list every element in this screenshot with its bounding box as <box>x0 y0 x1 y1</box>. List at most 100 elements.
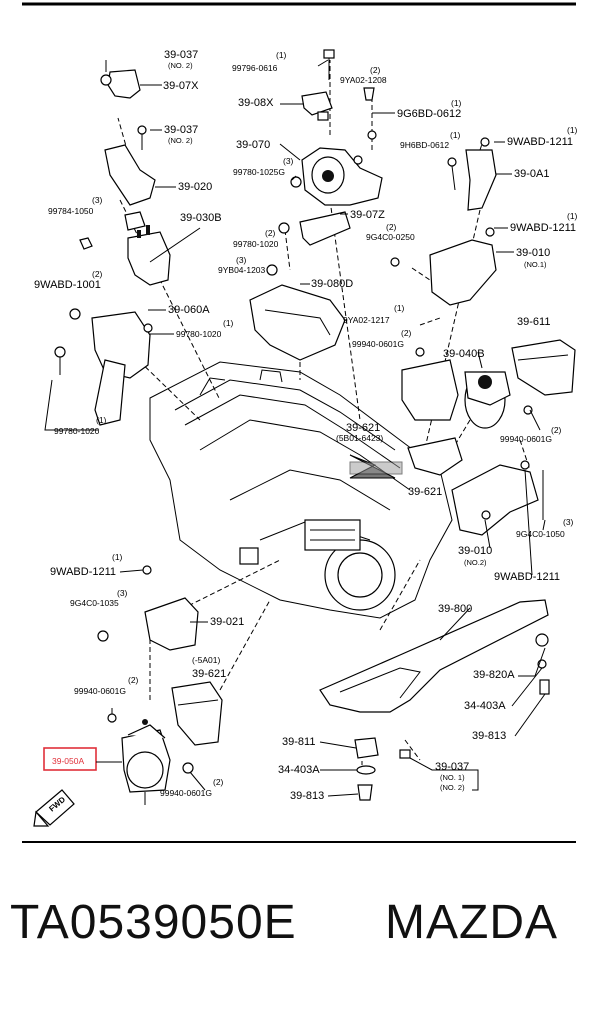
fwd-arrow-icon: FWD <box>33 789 75 827</box>
label-39-010: 39-010 <box>516 247 550 259</box>
label-39-010: 39-010 <box>458 545 492 557</box>
engine-mount-exploded-diagram: FWD 39-037 (NO. 2) 39-07X (1) 99796-0616… <box>22 2 578 843</box>
bracket-39-07z <box>278 211 351 246</box>
label-99940-0601g: 99940-0601G <box>500 434 552 444</box>
bracket-39-010-no1 <box>390 227 497 306</box>
bracket-39-080d <box>249 264 346 361</box>
label-39-037: 39-037 <box>164 124 198 136</box>
crossmember-39-800 <box>319 599 550 713</box>
label-39-040b: 39-040B <box>443 348 485 360</box>
label-39-070: 39-070 <box>236 139 270 151</box>
label-qty: (1) <box>96 415 107 425</box>
label-qty: (2) <box>128 675 139 685</box>
fwd-hatched-arrow <box>349 454 403 479</box>
label-no2: (NO. 2) <box>168 136 193 145</box>
label-9g4c0-1035: 9G4C0-1035 <box>70 598 119 608</box>
cover-39-621-lower <box>171 681 223 746</box>
label-no1: (NO.1) <box>524 260 547 269</box>
mount-39-070 <box>290 147 383 206</box>
cover-39-611 <box>511 339 576 396</box>
label-39-021: 39-021 <box>210 616 244 628</box>
label-99780-1020: 99780-1020 <box>54 426 100 436</box>
label-9wabd-1001: 9WABD-1001 <box>34 279 101 291</box>
mount-39-060a <box>44 308 153 431</box>
label-9wabd-1211: 9WABD-1211 <box>50 566 116 578</box>
engine-block <box>149 361 453 619</box>
label-qty: (2) <box>386 222 397 232</box>
label-qty: (2) <box>265 228 276 238</box>
label-9wabd-1211: 9WABD-1211 <box>510 222 576 234</box>
label-no2: (NO. 2) <box>440 783 465 792</box>
bracket-39-0a1 <box>447 137 497 211</box>
label-qty: (2) <box>213 777 224 787</box>
label-9h6bd-0612: 9H6BD-0612 <box>400 140 449 150</box>
label-99784-1050: 99784-1050 <box>48 206 94 216</box>
label-39-060a: 39-060A <box>168 304 210 316</box>
label-39-08x: 39-08X <box>238 97 274 109</box>
label-qty: (1) <box>567 125 578 135</box>
label-39-611: 39-611 <box>517 316 550 328</box>
label-39-820a: 39-820A <box>473 669 515 681</box>
label-qty: (1) <box>450 130 461 140</box>
label-qty: (1) <box>276 50 287 60</box>
label-99940-0601g: 99940-0601G <box>74 686 126 696</box>
label-39-621: 39-621 <box>408 486 442 498</box>
label-99940-0601g: 99940-0601G <box>352 339 404 349</box>
label-9g6bd-0612: 9G6BD-0612 <box>397 108 461 120</box>
mount-39-040b <box>415 347 533 429</box>
label-39-07x: 39-07X <box>163 80 199 92</box>
lower-mount-hardware <box>354 737 411 801</box>
label-99780-1025g: 99780-1025G <box>233 167 285 177</box>
bolt-99796 <box>323 49 375 101</box>
label-9ya02-1217: 9YA02-1217 <box>343 315 390 325</box>
label-qty: (1) <box>223 318 234 328</box>
label-qty: (1) <box>451 98 462 108</box>
label-99940-0601g: 99940-0601G <box>160 788 212 798</box>
label-99780-1020: 99780-1020 <box>176 329 222 339</box>
label-39-037: 39-037 <box>164 49 198 61</box>
label-39-0a1: 39-0A1 <box>514 168 549 180</box>
label-9yb04-1203: 9YB04-1203 <box>218 265 266 275</box>
label-qty: (3) <box>92 195 103 205</box>
cover-39-621-upper <box>401 359 463 476</box>
brand-name: MAZDA <box>385 896 558 949</box>
label-39-080d: 39-080D <box>311 278 353 290</box>
label-qty: (1) <box>567 211 578 221</box>
label-9wabd-1211: 9WABD-1211 <box>507 136 573 148</box>
label-39-813: 39-813 <box>472 730 506 742</box>
mount-39-050a <box>107 713 194 805</box>
bracket-39-08x <box>301 91 377 140</box>
label-5b01-6423: (5B01-6423) <box>336 433 383 443</box>
label-99780-1020: 99780-1020 <box>233 239 279 249</box>
label-no2: (NO. 2) <box>168 61 193 70</box>
label-qty: (2) <box>370 65 381 75</box>
label-9g4c0-1050: 9G4C0-1050 <box>516 529 565 539</box>
label-9g4c0-0250: 9G4C0-0250 <box>366 232 415 242</box>
label-39-020: 39-020 <box>178 181 212 193</box>
label-39-030b: 39-030B <box>180 212 222 224</box>
label-39-621: 39-621 <box>192 668 226 680</box>
bracket-39-010-no2 <box>451 460 544 536</box>
label-qty: (2) <box>551 425 562 435</box>
label-qty: (3) <box>117 588 128 598</box>
label-9ya02-1208: 9YA02-1208 <box>340 75 387 85</box>
label-qty: (2) <box>92 269 103 279</box>
bracket-39-07x <box>100 60 141 99</box>
label-39-811: 39-811 <box>282 736 315 748</box>
label-39-037: 39-037 <box>435 761 469 773</box>
mount-39-030b <box>79 225 171 286</box>
label-qty: (3) <box>563 517 574 527</box>
bracket-39-021 <box>97 565 199 651</box>
caption: TA0539050E MAZDA <box>0 895 600 975</box>
label-39-050a: 39-050A <box>52 756 84 766</box>
label-leaders <box>96 59 546 797</box>
bracket-39-020 <box>104 125 156 231</box>
label-99796-0616: 99796-0616 <box>232 63 278 73</box>
label-no2: (NO.2) <box>464 558 487 567</box>
highlight-box <box>43 747 97 771</box>
label-qty: (1) <box>394 303 405 313</box>
label-39-800: 39-800 <box>438 603 472 615</box>
label-qty: (3) <box>283 156 294 166</box>
label-39-621: 39-621 <box>346 422 380 434</box>
label-39-813: 39-813 <box>290 790 324 802</box>
